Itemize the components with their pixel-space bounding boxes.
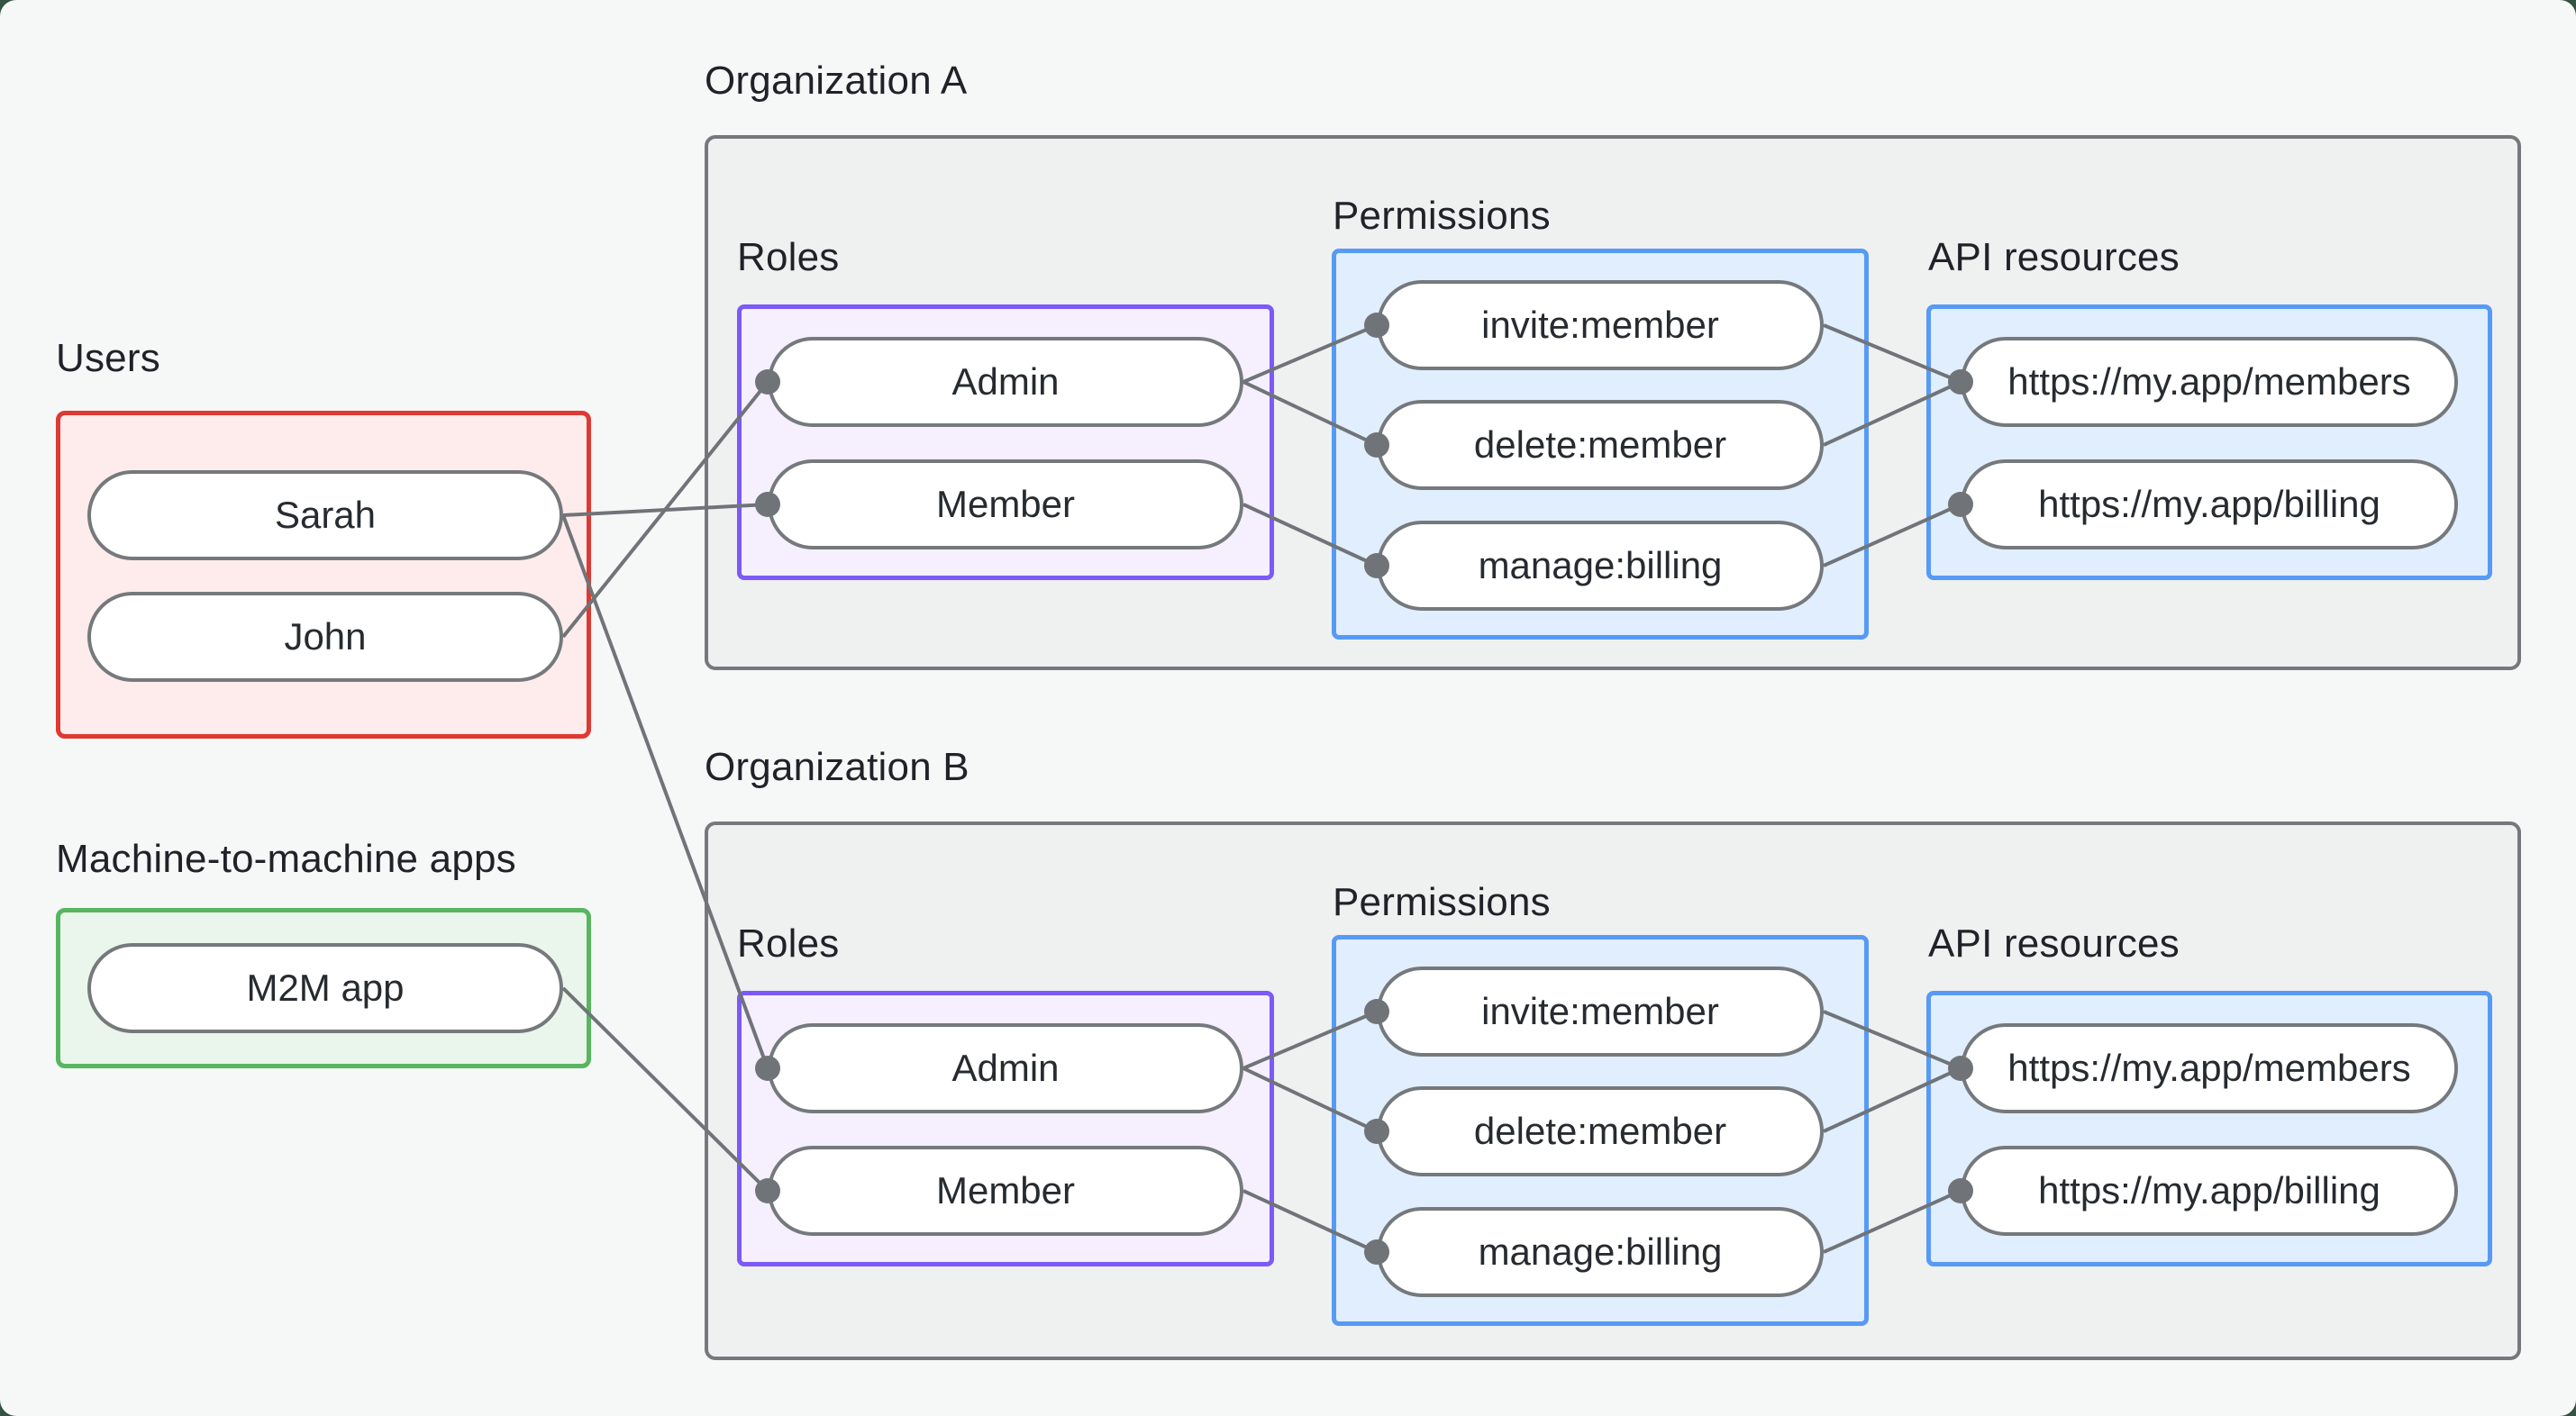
node-org-b-members-api-label: https://my.app/members <box>2007 1047 2411 1089</box>
node-org-a-delete-member-label: delete:member <box>1473 423 1727 466</box>
node-org-a-delete-member: delete:member <box>1377 400 1824 490</box>
node-org-b-member: Member <box>768 1146 1243 1236</box>
org-b-permissions-label: Permissions <box>1333 880 1551 924</box>
node-m2m-app-label: M2M app <box>246 967 405 1009</box>
node-sarah-label: Sarah <box>274 494 377 536</box>
org-b-api-resources-label: API resources <box>1928 921 2180 966</box>
node-org-a-manage-billing-label: manage:billing <box>1478 544 1723 586</box>
org-a-label: Organization A <box>705 59 968 103</box>
node-org-b-manage-billing: manage:billing <box>1377 1207 1824 1297</box>
node-john: John <box>87 592 563 682</box>
node-john-label: John <box>284 615 367 658</box>
node-org-b-billing-api: https://my.app/billing <box>1961 1146 2458 1236</box>
node-org-b-manage-billing-label: manage:billing <box>1478 1230 1723 1273</box>
users-group-box <box>56 411 591 739</box>
node-org-a-member-label: Member <box>935 483 1076 525</box>
node-org-b-delete-member: delete:member <box>1377 1086 1824 1176</box>
node-org-b-member-label: Member <box>935 1169 1076 1212</box>
org-b-roles-label: Roles <box>737 921 840 966</box>
m2m-group-label: Machine-to-machine apps <box>56 837 516 881</box>
node-org-b-invite-member: invite:member <box>1377 967 1824 1057</box>
node-org-a-manage-billing: manage:billing <box>1377 521 1824 611</box>
users-group-label: Users <box>56 336 160 380</box>
node-org-b-billing-api-label: https://my.app/billing <box>2038 1169 2380 1212</box>
node-org-a-members-api: https://my.app/members <box>1961 337 2458 427</box>
node-org-b-admin: Admin <box>768 1023 1243 1113</box>
node-sarah: Sarah <box>87 470 563 560</box>
org-a-roles-label: Roles <box>737 235 840 279</box>
node-org-a-member: Member <box>768 459 1243 549</box>
org-b-label: Organization B <box>705 745 969 789</box>
node-m2m-app: M2M app <box>87 943 563 1033</box>
node-org-a-invite-member: invite:member <box>1377 280 1824 370</box>
node-org-a-invite-member-label: invite:member <box>1481 304 1719 346</box>
node-org-a-admin: Admin <box>768 337 1243 427</box>
node-org-a-billing-api: https://my.app/billing <box>1961 459 2458 549</box>
node-org-a-members-api-label: https://my.app/members <box>2007 360 2411 403</box>
node-org-b-invite-member-label: invite:member <box>1481 990 1719 1032</box>
org-a-permissions-label: Permissions <box>1333 194 1551 238</box>
node-org-a-billing-api-label: https://my.app/billing <box>2038 483 2380 525</box>
node-org-b-admin-label: Admin <box>951 1047 1060 1089</box>
node-org-a-admin-label: Admin <box>951 360 1060 403</box>
node-org-b-delete-member-label: delete:member <box>1473 1110 1727 1152</box>
org-a-api-resources-label: API resources <box>1928 235 2180 279</box>
node-org-b-members-api: https://my.app/members <box>1961 1023 2458 1113</box>
